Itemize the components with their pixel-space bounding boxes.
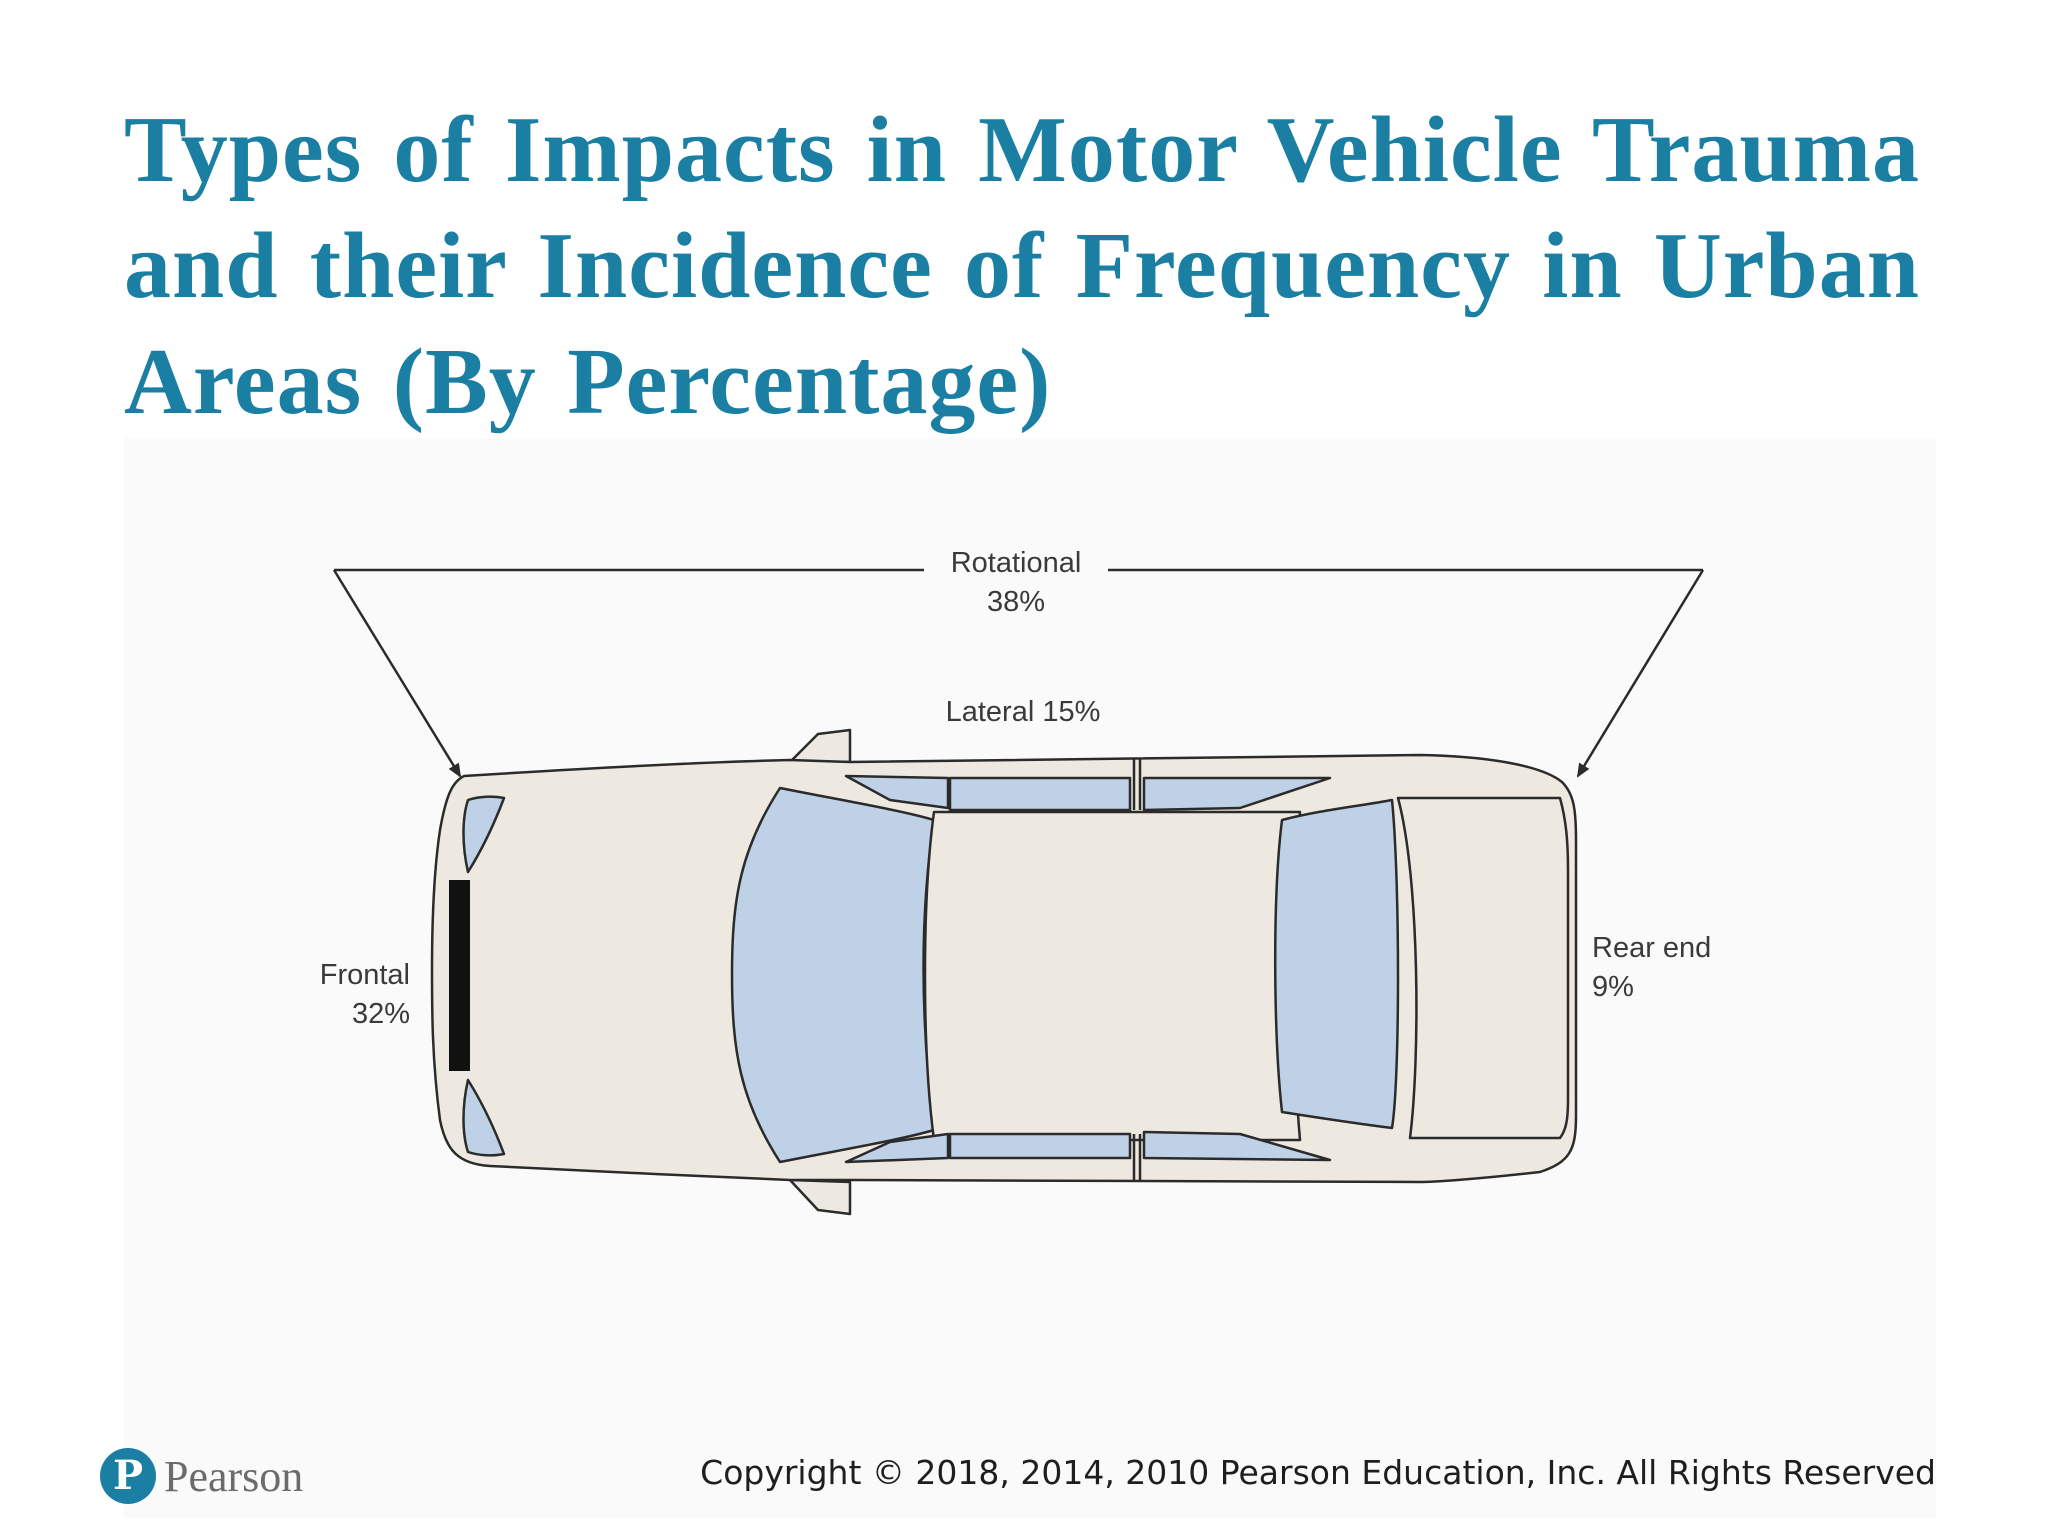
trunk-lid [1396,796,1570,1140]
side-window-rear-bottom [1142,1130,1332,1162]
rear-window [1274,798,1400,1130]
front-bumper [449,880,470,1071]
pearson-logo: P Pearson [100,1446,303,1506]
roof [923,810,1302,1142]
mirror-bottom [788,1178,852,1216]
side-window-front-top [844,774,950,810]
rear-end-value: 9% [1592,971,1634,1003]
slide-title: Types of Impacts in Motor Vehicle Trauma… [124,98,1920,434]
headlight-bottom [462,1078,506,1157]
pearson-logo-text: Pearson [164,1451,304,1501]
rotational-arrow-left [332,569,462,778]
frontal-value: 32% [352,998,410,1030]
rotational-label: Rotational [951,547,1082,579]
rotational-bracket [332,568,1705,778]
rear-end-label: Rear end [1592,932,1711,964]
windshield [730,786,936,1164]
side-window-rear-top [1142,776,1332,812]
lateral-label: Lateral 15% [946,696,1101,728]
side-window-mid-top [948,776,1132,812]
side-window-front-bottom [844,1132,950,1164]
side-window-mid-bottom [948,1132,1132,1160]
copyright-notice: Copyright © 2018, 2014, 2010 Pearson Edu… [700,1453,1936,1492]
headlight-top [462,795,506,874]
mirror-top [788,728,852,764]
rotational-value: 38% [987,586,1045,618]
rotational-arrow-right [1576,569,1705,778]
car-top-view [430,728,1578,1216]
pearson-logo-mark: P [100,1448,156,1504]
frontal-label: Frontal [320,959,410,991]
